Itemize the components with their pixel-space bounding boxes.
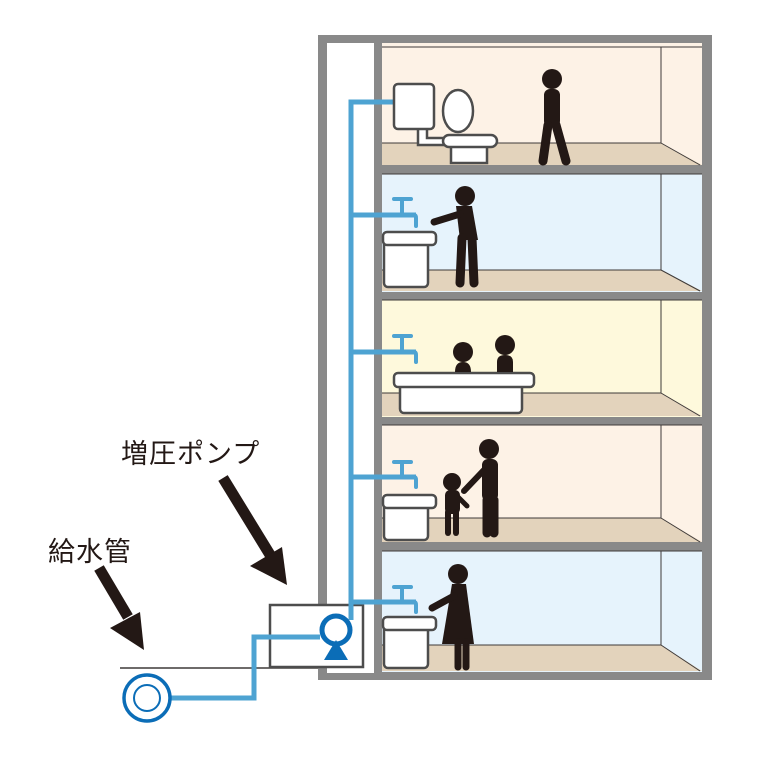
fixtures (381, 82, 536, 670)
pump-icon (319, 613, 353, 660)
adult-with-child-icon (443, 439, 499, 538)
water-main-icon (122, 673, 172, 723)
faucets (392, 197, 418, 614)
sink-icon-floor-1 (381, 615, 438, 670)
sink-icon-floor-4 (381, 230, 438, 289)
arrows (94, 475, 287, 650)
booster-pump-label: 増圧ポンプ (121, 439, 261, 470)
toilet-icon (392, 82, 499, 165)
bathers-icon (453, 335, 515, 372)
supply-pipe (170, 634, 320, 701)
bathtub-icon-floor-3 (392, 371, 536, 415)
arrow-to-pump-icon (218, 475, 287, 585)
water-supply-pipe-label: 給水管 (48, 537, 132, 568)
building (318, 35, 712, 680)
person-washing-icon-floor-4 (430, 186, 479, 288)
faucet-icon-floor-4 (392, 197, 418, 228)
faucet-icon-floor-1 (392, 585, 418, 614)
faucet-icon-floor-2 (392, 460, 418, 489)
arrow-to-pipe-icon (94, 565, 144, 650)
person-washing-icon-floor-1 (428, 564, 474, 671)
floor-1-room (382, 550, 702, 672)
person-walking-icon (538, 69, 571, 166)
floor-2-room (382, 424, 702, 543)
riser-pipe (348, 99, 400, 620)
faucet-icon-floor-3 (392, 334, 418, 364)
people (428, 69, 571, 671)
sink-icon-floor-2 (381, 493, 438, 542)
